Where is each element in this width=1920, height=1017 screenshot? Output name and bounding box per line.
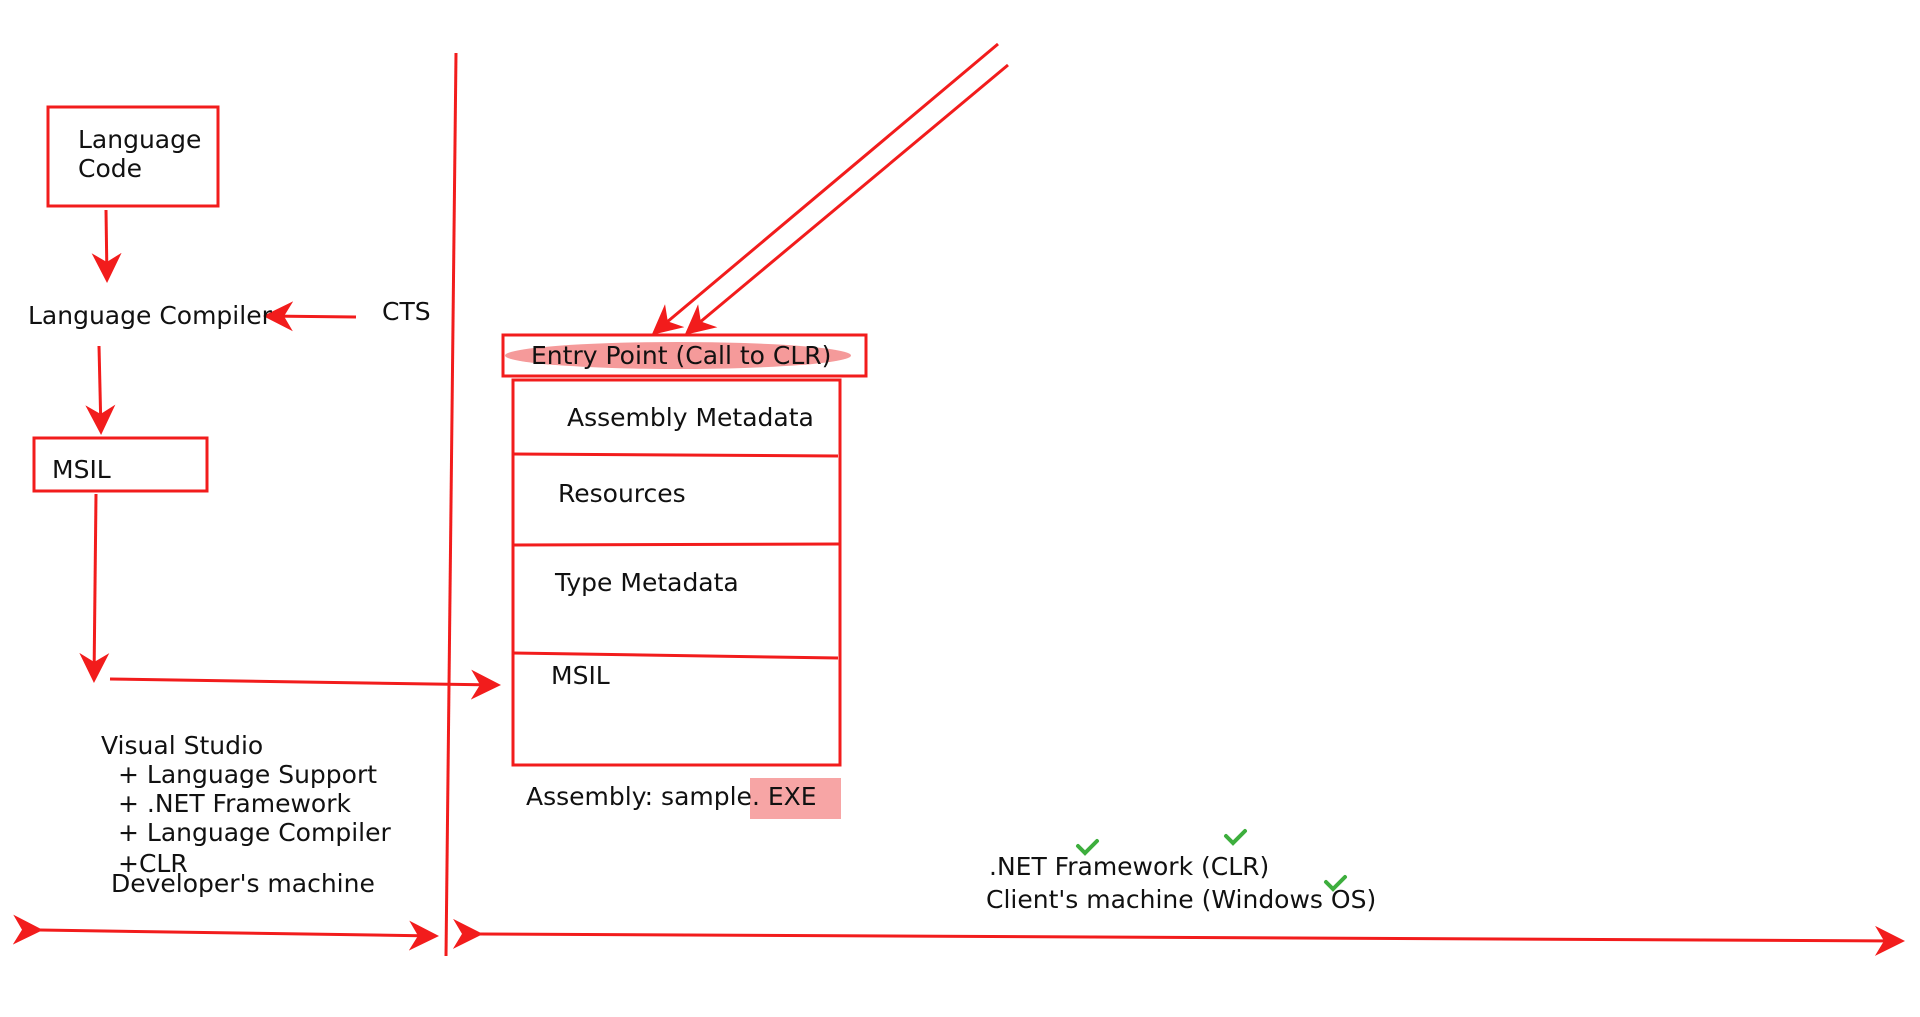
language-code-label-line1: Language: [78, 125, 202, 154]
vs-item: + .NET Framework: [118, 789, 351, 818]
assembly-divider-1: [512, 452, 839, 458]
cts-to-compiler-arrow: [263, 301, 357, 332]
developer-span-arrow: [12, 914, 439, 951]
assembly-box: [511, 378, 842, 767]
vs-item: + Language Compiler: [118, 818, 391, 847]
msil-label: MSIL: [52, 455, 111, 484]
vs-item: + Language Support: [118, 760, 378, 789]
cts-label: CTS: [382, 297, 431, 326]
assembly-section-label: Resources: [558, 479, 686, 508]
visual-studio-label: Visual Studio: [101, 731, 264, 760]
assembly-caption: Assembly: sample. EXE: [526, 782, 817, 811]
language-code-box: [46, 105, 220, 208]
assembly-section-label: Type Metadata: [555, 568, 739, 597]
check-icon: [1324, 875, 1347, 892]
check-icon: [1224, 829, 1247, 846]
call-arrow-2: [684, 63, 1009, 335]
client-span-arrow: [452, 918, 1905, 956]
language-code-label-line2: Code: [78, 154, 143, 183]
assembly-caption-prefix: Assembly: sample.: [526, 782, 760, 811]
entry-point-label: Entry Point (Call to CLR): [531, 341, 832, 370]
assembly-caption-ext: EXE: [759, 782, 817, 811]
vs-item: +CLR: [118, 849, 188, 878]
msil-box: [32, 436, 209, 493]
compiler-to-msil-arrow: [85, 345, 116, 435]
client-machine-label: Client's machine (Windows OS): [986, 885, 1377, 914]
language-compiler-label: Language Compiler: [28, 301, 272, 330]
client-framework-label: .NET Framework (CLR): [989, 852, 1270, 881]
assembly-section-label: Assembly Metadata: [567, 403, 814, 432]
entry-point-box: [501, 333, 868, 378]
entry-point-highlight: [505, 342, 851, 369]
check-icon: [1076, 839, 1099, 856]
msil-down-arrow: [79, 493, 110, 683]
developers-machine-label: Developer's machine: [111, 869, 375, 898]
exe-highlight: [750, 778, 841, 819]
assembly-section-label: MSIL: [551, 661, 610, 690]
assembly-divider-3: [512, 651, 839, 660]
code-to-compiler-arrow: [91, 209, 122, 283]
assembly-divider-2: [512, 542, 841, 547]
call-arrow-1: [651, 42, 999, 335]
machine-divider: [444, 52, 458, 957]
to-assembly-arrow: [109, 669, 501, 700]
